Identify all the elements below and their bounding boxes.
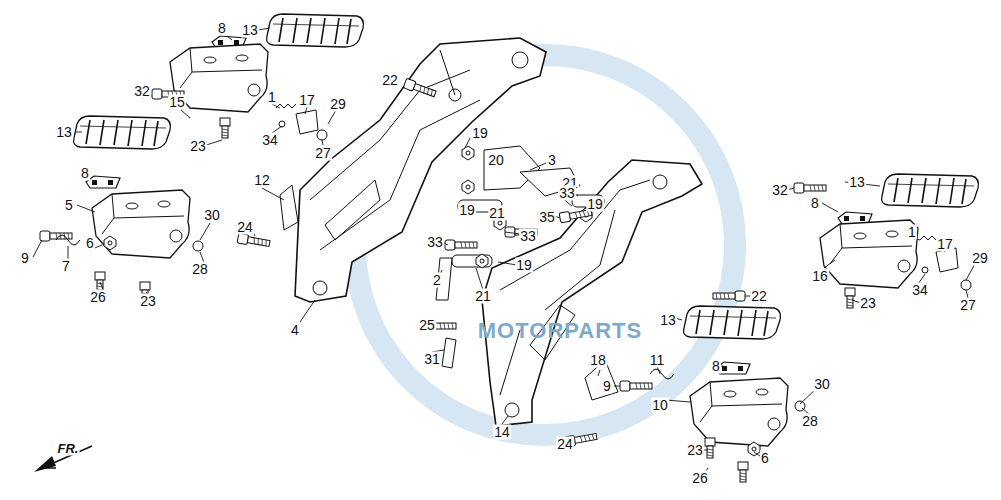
callout-number: 13	[55, 125, 73, 140]
callout-number: 28	[801, 414, 819, 429]
watermark: MOTORPARTS	[477, 323, 643, 338]
callout-number: 10	[651, 398, 669, 413]
callout-number: 23	[139, 294, 157, 309]
callout-number: 34	[261, 133, 279, 148]
callout-number: 13	[659, 313, 677, 328]
callout-number: 15	[168, 95, 186, 110]
callout-number: 8	[810, 196, 820, 211]
callout-number: 26	[89, 290, 107, 305]
callout-number: 8	[711, 359, 721, 374]
callout-number: 4	[290, 323, 300, 338]
callout-number: 19	[586, 197, 604, 212]
callout-number: 13	[848, 175, 866, 190]
callout-number: 17	[936, 237, 954, 252]
callout-number: 23	[189, 139, 207, 154]
callout-number: 19	[471, 126, 489, 141]
callout-number: 33	[426, 235, 444, 250]
callout-number: 19	[515, 258, 533, 273]
callout-number: 31	[423, 352, 441, 367]
callout-number: 2	[432, 273, 442, 288]
callout-number: 21	[474, 289, 492, 304]
callout-number: 28	[191, 262, 209, 277]
callout-number: 3	[547, 153, 557, 168]
callout-number: 11	[649, 353, 666, 368]
callout-number: 21	[488, 206, 506, 221]
callout-number: 13	[241, 23, 259, 38]
callout-number: 29	[329, 97, 347, 112]
callout-number: 26	[691, 471, 709, 486]
front-direction-label: FR.	[57, 441, 80, 456]
callout-number: 19	[458, 203, 476, 218]
callout-number: 30	[813, 377, 831, 392]
callout-number: 29	[971, 251, 989, 266]
callout-number: 33	[558, 186, 576, 201]
callout-number: 24	[556, 437, 574, 452]
callout-number: 5	[64, 198, 74, 213]
callout-number: 22	[381, 73, 399, 88]
callout-number: 35	[538, 210, 556, 225]
callout-number: 14	[493, 425, 511, 440]
callout-number: 6	[760, 451, 770, 466]
callout-number: 30	[203, 208, 221, 223]
callout-number: 27	[314, 146, 332, 161]
callout-number: 1	[267, 90, 277, 105]
callout-number: 32	[133, 84, 151, 99]
callout-number: 12	[253, 173, 271, 188]
callout-number: 17	[298, 93, 316, 108]
callout-number: 9	[20, 251, 30, 266]
callout-number: 32	[771, 183, 789, 198]
callout-number: 18	[589, 353, 607, 368]
callout-number: 20	[487, 153, 505, 168]
callout-number: 7	[61, 259, 71, 274]
callout-number: 23	[859, 296, 877, 311]
callout-number: 25	[418, 318, 436, 333]
callout-number: 22	[750, 289, 768, 304]
callout-number: 1	[907, 225, 917, 240]
callout-number: 6	[85, 236, 95, 251]
callout-number: 33	[519, 229, 537, 244]
callout-number: 27	[959, 298, 977, 313]
callout-number: 9	[602, 379, 612, 394]
callout-number: 16	[811, 269, 829, 284]
callout-number: 8	[80, 166, 90, 181]
callout-number: 34	[911, 283, 929, 298]
callout-number: 8	[217, 21, 227, 36]
callout-number: 24	[236, 220, 254, 235]
callout-number: 23	[686, 443, 704, 458]
